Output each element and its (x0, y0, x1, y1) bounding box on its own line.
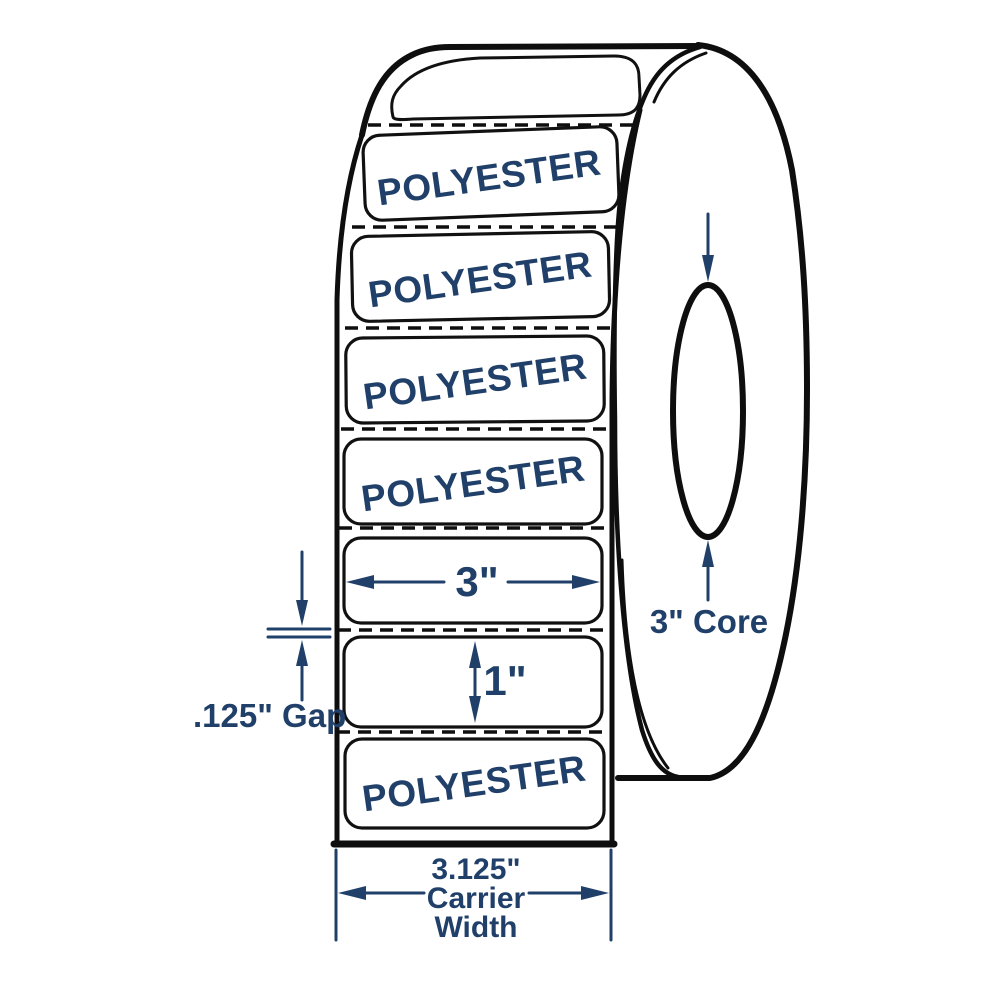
width-dimension-label (342, 536, 604, 625)
polyester-label (343, 737, 606, 830)
down-arrowhead-icon (702, 255, 714, 282)
gap-text: .125" Gap (193, 697, 346, 734)
roll-core-hole (670, 282, 746, 540)
carrier-width-line2-text: Carrier (427, 882, 526, 915)
label-width-text: 3" (455, 558, 498, 605)
roll-left-wrap-edge (612, 44, 703, 780)
polyester-label (344, 334, 606, 425)
gap-dimension: .125" Gap (193, 550, 346, 734)
left-arrowhead-icon (338, 886, 366, 900)
roll (612, 42, 810, 781)
down-arrowhead-icon (469, 696, 481, 723)
label-strip: POLYESTER POLYESTER POLYESTER POLYESTER … (330, 43, 703, 848)
carrier-width-value-text: 3.125" (431, 853, 520, 886)
core-dimension: 3" Core (650, 212, 768, 640)
roll-inner-wrap-edge-bottom (620, 558, 670, 770)
up-arrowhead-icon (702, 540, 714, 567)
down-arrowhead-icon (296, 600, 308, 626)
roll-inner-wrap-edge-top (652, 51, 708, 104)
carrier-width-line3-text: Width (434, 911, 517, 944)
up-arrowhead-icon (469, 641, 481, 668)
polyester-label (342, 437, 604, 526)
right-arrowhead-icon (572, 575, 600, 589)
core-text: 3" Core (650, 603, 768, 640)
label-width-dimension: 3" (346, 558, 600, 605)
carrier-width-dimension: 3.125" Carrier Width (334, 848, 613, 944)
strip-top-edge (359, 43, 703, 138)
left-arrowhead-icon (346, 575, 374, 589)
polyester-label (361, 125, 621, 222)
label-height-dimension: 1" (469, 641, 527, 723)
right-arrowhead-icon (581, 886, 609, 900)
height-dimension-label (342, 635, 604, 729)
up-arrowhead-icon (296, 640, 308, 666)
strip-right-edge (609, 107, 643, 848)
strip-left-edge (334, 132, 365, 848)
label-blank-curved (390, 54, 642, 122)
label-height-text: 1" (483, 657, 526, 704)
polyester-label (349, 230, 612, 323)
roll-outer-edge (615, 42, 810, 781)
